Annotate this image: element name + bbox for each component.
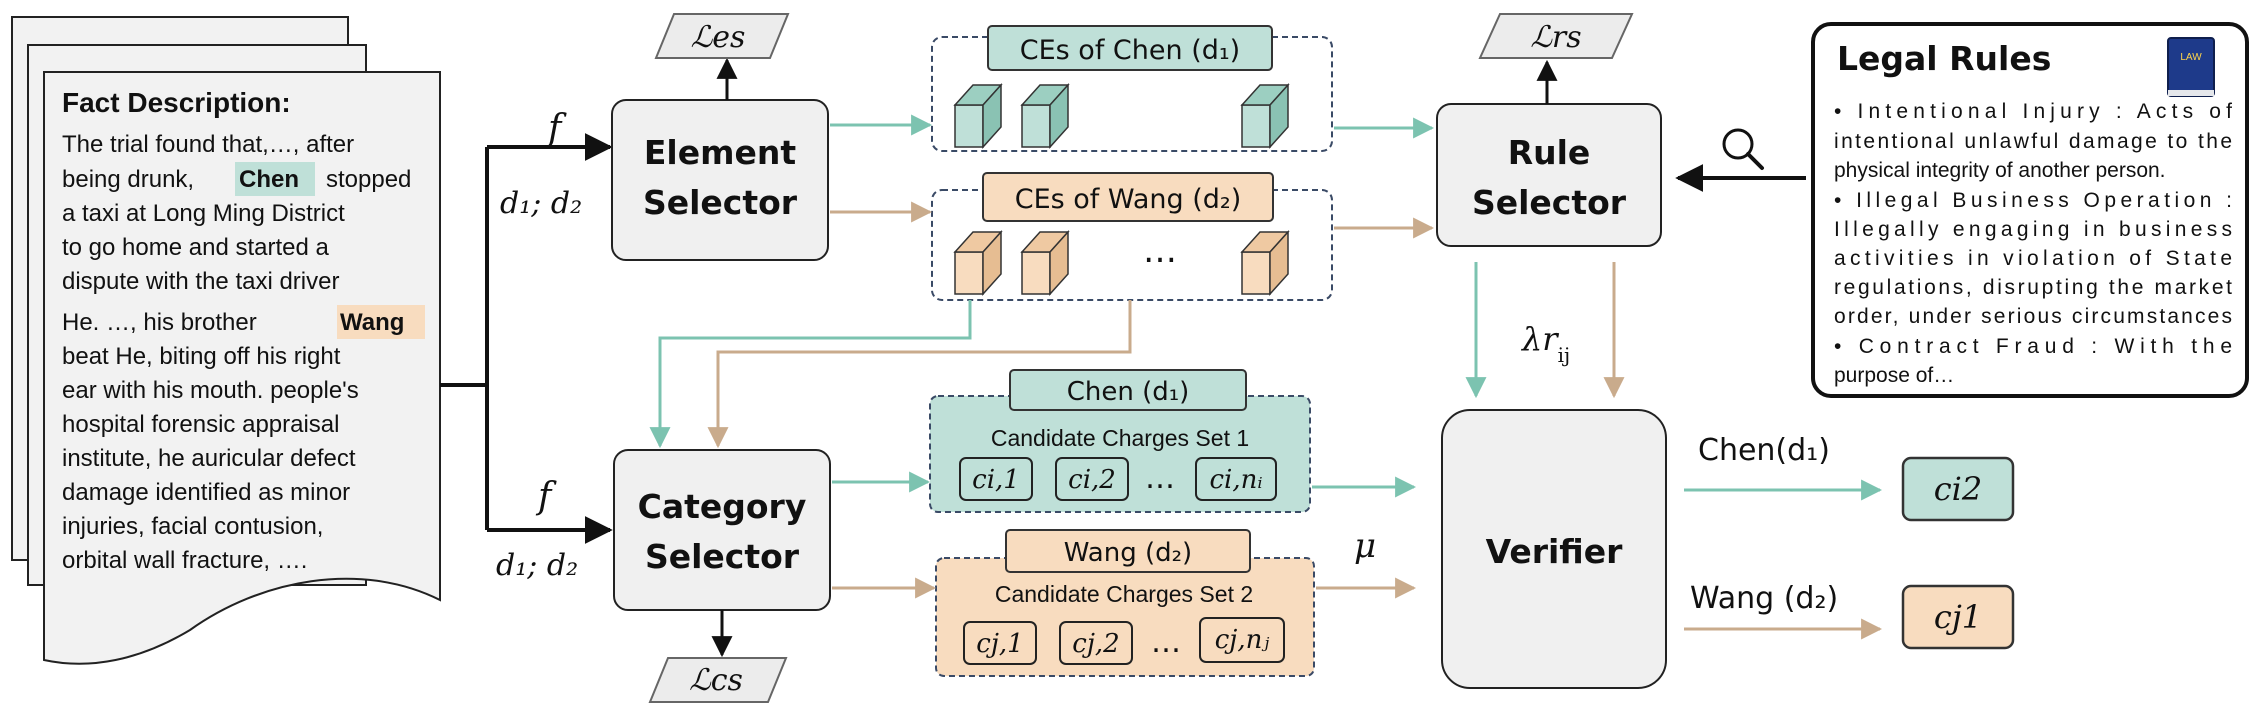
verifier-box: Verifier	[1441, 409, 1667, 689]
ce-block-wang-1	[953, 230, 1003, 296]
fact-line-9: hospital forensic appraisal	[62, 411, 340, 438]
ce-block-chen-1	[953, 83, 1003, 149]
rule-line-8: order, under serious circumstances	[1834, 305, 2232, 328]
fact-entity-wang: Wang	[340, 309, 404, 336]
candidates-chen-item-2: ci,2	[1068, 465, 1116, 495]
candidates-chen-tag: Chen (d₁)	[1067, 377, 1190, 407]
fact-line-12: injuries, facial contusion,	[62, 513, 323, 540]
fact-line-7: beat He, biting off his right	[62, 343, 341, 370]
lambda-symbol: λr	[1520, 320, 1559, 358]
output-wang-result-text: cj1	[1934, 598, 1982, 636]
d-label-bottom: d₁; d₂	[496, 548, 578, 583]
legal-rules-title: Legal Rules	[1837, 39, 2051, 78]
fact-entity-chen: Chen	[239, 166, 299, 193]
magnifier-icon	[1722, 128, 1764, 170]
law-book-label: LAW	[2180, 52, 2202, 63]
candidates-chen-ellipsis: …	[1145, 461, 1175, 496]
output-chen-result-text: ci2	[1934, 470, 1983, 508]
loss-es-label: ℒes	[691, 20, 746, 55]
fact-line-10: institute, he auricular defect	[62, 445, 356, 472]
chen-highlight	[235, 162, 315, 196]
fact-line-11: damage identified as minor	[62, 479, 350, 506]
candidates-chen-title: Candidate Charges Set 1	[991, 425, 1249, 451]
ce-block-wang-2	[1020, 230, 1070, 296]
fact-line-2b: stopped	[326, 166, 411, 193]
input-arrows	[440, 133, 613, 544]
fact-line-8: ear with his mouth. people's	[62, 377, 359, 404]
rule-line-7: regulations, disrupting the market	[1834, 276, 2232, 299]
rule-line-2: intentional unlawful damage to the	[1834, 130, 2232, 153]
candidates-wang-item-3: cj,nⱼ	[1215, 625, 1270, 655]
law-book-icon: LAW	[2167, 37, 2215, 97]
legal-rules-panel: Legal Rules LAW • Intentional Injury : A…	[1811, 22, 2249, 398]
candidates-wang-title: Candidate Charges Set 2	[995, 581, 1253, 607]
candidates-wang-tag: Wang (d₂)	[1064, 538, 1192, 568]
fact-title: Fact Description:	[62, 87, 291, 118]
candidates-chen-group: Chen (d₁) Candidate Charges Set 1 ci,1 c…	[929, 369, 1311, 513]
ces-wang-label: CEs of Wang (d₂)	[1015, 184, 1242, 215]
lambda-label: λrij	[1520, 320, 1570, 367]
d-label-top: d₁; d₂	[500, 186, 582, 221]
fact-line-1: The trial found that,…, after	[62, 131, 354, 158]
output-wang-result: cj1	[1901, 584, 2015, 650]
category-selector: Category Selector	[613, 449, 831, 611]
ce-block-wang-3	[1240, 230, 1290, 296]
candidates-chen-item-1: ci,1	[972, 465, 1020, 495]
loss-rs-label: ℒrs	[1530, 20, 1581, 55]
element-selector-line2: Selector	[643, 183, 798, 222]
fact-document: Fact Description: The trial found that,……	[11, 16, 441, 665]
output-chen-result: ci2	[1901, 456, 2015, 522]
f-label-bottom: f	[535, 476, 557, 517]
ce-block-chen-3	[1240, 83, 1290, 149]
output-chen-label: Chen(d₁)	[1698, 433, 1830, 468]
fact-line-5: dispute with the taxi driver	[62, 268, 339, 295]
rule-selector-line1: Rule	[1508, 133, 1591, 172]
fact-line-2a: being drunk,	[62, 166, 194, 193]
ces-chen-group: CEs of Chen (d₁)	[931, 25, 1333, 152]
loss-rs: ℒrs	[1478, 13, 1634, 59]
candidates-wang-item-2: cj,2	[1072, 629, 1119, 659]
lambda-subscript: ij	[1558, 343, 1571, 367]
candidates-wang-item-1: cj,1	[976, 629, 1023, 659]
fact-line-6a: He. …, his brother	[62, 309, 257, 336]
fact-line-4: to go home and started a	[62, 234, 330, 261]
ces-chen-label: CEs of Chen (d₁)	[1020, 35, 1240, 66]
category-selector-line1: Category	[638, 487, 807, 526]
mu-label: μ	[1354, 526, 1376, 566]
output-wang-label: Wang (d₂)	[1690, 581, 1838, 616]
element-selector-line1: Element	[644, 133, 796, 172]
loss-es: ℒes	[654, 13, 790, 59]
rule-selector: Rule Selector	[1436, 103, 1662, 247]
category-selector-line2: Selector	[645, 537, 800, 576]
element-selector: Element Selector	[611, 99, 829, 261]
fact-line-13: orbital wall fracture, ….	[62, 547, 307, 574]
loss-cs: ℒcs	[648, 657, 788, 703]
wang-highlight	[337, 305, 425, 339]
loss-cs-label: ℒcs	[689, 663, 743, 698]
verifier-label: Verifier	[1486, 532, 1624, 571]
ces-wang-group: CEs of Wang (d₂) …	[931, 172, 1333, 301]
ces-wang-ellipsis: …	[1143, 231, 1177, 271]
fact-line-3: a taxi at Long Ming District	[62, 200, 345, 227]
candidates-wang-group: Wang (d₂) Candidate Charges Set 2 cj,1 c…	[935, 529, 1315, 677]
rule-line-10: purpose of…	[1834, 364, 1954, 387]
rule-selector-line2: Selector	[1472, 183, 1627, 222]
ce-block-chen-2	[1020, 83, 1070, 149]
f-label-top: f	[545, 108, 567, 149]
candidates-chen-item-3: ci,nᵢ	[1209, 465, 1262, 495]
candidates-wang-ellipsis: …	[1151, 625, 1181, 660]
rule-line-6: activities in violation of State	[1834, 247, 2232, 270]
rule-line-3: physical integrity of another person.	[1834, 159, 2166, 182]
